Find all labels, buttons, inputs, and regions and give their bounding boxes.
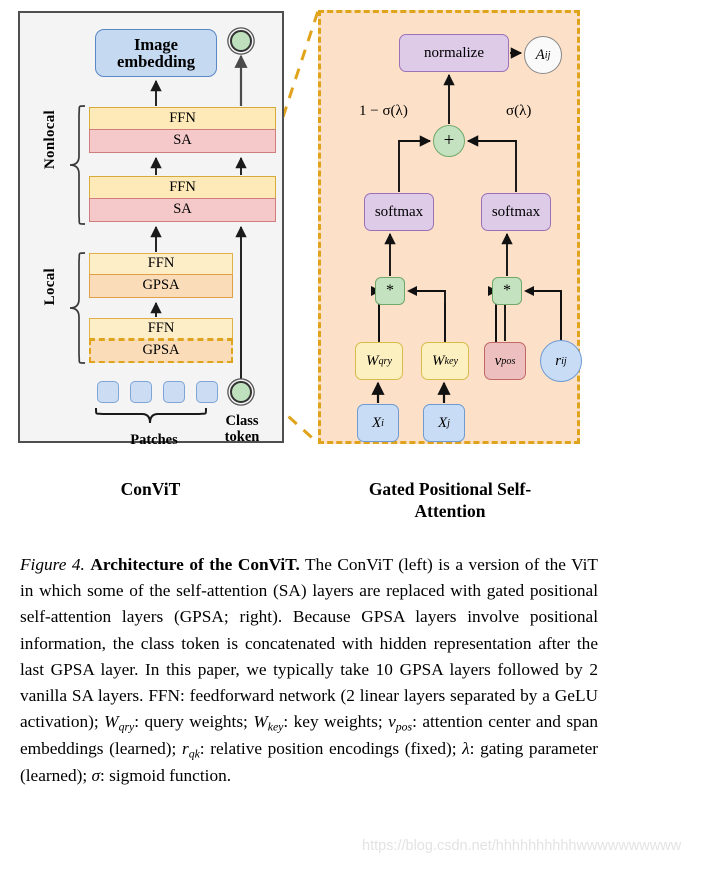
class-token-input-node (230, 381, 252, 403)
addition-node: + (433, 125, 465, 157)
brace-patches (95, 407, 207, 424)
softmax-left-node: softmax (364, 193, 434, 231)
caption-body-2: : query weights; (134, 712, 254, 732)
caption-math-rqk: rqk (181, 739, 200, 761)
right-panel-title: Gated Positional Self-Attention (368, 479, 532, 521)
softmax-right-node: softmax (481, 193, 551, 231)
block-local-2-gpsa: GPSA (89, 274, 233, 298)
gate-label-left: 1 − σ(λ) (359, 103, 408, 119)
brace-local (69, 252, 86, 364)
class-token-label: Class token (224, 413, 260, 446)
block-nonlocal-1-sa: SA (89, 198, 276, 222)
patch-square (130, 381, 152, 403)
left-panel-arrows (150, 54, 248, 379)
caption-body-4: : attention center and span embeddings (… (20, 712, 599, 759)
group-label-local: Local (42, 268, 58, 306)
watermark-text: https://blog.csdn.net/hhhhhhhhhhwwwwwwww… (362, 838, 682, 854)
block-local-1-gpsa-highlighted: GPSA (89, 339, 233, 363)
multiply-right-node: * (492, 277, 522, 305)
caption-body-7: : sigmoid function. (100, 766, 232, 786)
patch-square (163, 381, 185, 403)
caption-math-wkey: Wkey (253, 712, 284, 734)
patch-square (196, 381, 218, 403)
block-nonlocal-2-sa: SA (89, 129, 276, 153)
gate-label-right: σ(λ) (506, 103, 532, 119)
block-local-2-ffn: FFN (89, 253, 233, 275)
class-token-output-node (230, 30, 252, 52)
brace-nonlocal (69, 105, 86, 225)
caption-body-5: : relative position encodings (fixed); (199, 739, 463, 759)
caption-math-vpos: vpos (388, 712, 413, 734)
left-panel-title: ConViT (120, 479, 181, 499)
block-nonlocal-2-ffn: FFN (89, 107, 276, 130)
normalize-node: normalize (399, 34, 509, 72)
caption-math-wqry: Wqry (104, 712, 135, 734)
caption-figure-number: Figure 4. (20, 555, 85, 574)
image-embedding-node: Image embedding (95, 29, 217, 77)
multiply-left-node: * (375, 277, 405, 305)
figure-caption: Figure 4. Architecture of the ConViT. Th… (20, 552, 598, 790)
patch-square (97, 381, 119, 403)
caption-body-3: : key weights; (283, 712, 389, 732)
caption-math-lambda: λ (462, 739, 470, 759)
caption-body-6: : gating parameter (learned); (20, 739, 598, 786)
caption-body-1: The ConViT (left) is a version of the Vi… (20, 555, 598, 732)
caption-bold-title: Architecture of the ConViT. (90, 555, 300, 574)
block-local-1-ffn: FFN (89, 318, 233, 340)
group-label-nonlocal: Nonlocal (42, 110, 58, 170)
patches-label: Patches (130, 432, 178, 448)
convit-architecture-panel: Nonlocal Local Image embedding FFN SA FF… (18, 11, 284, 448)
caption-math-sigma: σ (91, 766, 101, 786)
block-nonlocal-1-ffn: FFN (89, 176, 276, 199)
